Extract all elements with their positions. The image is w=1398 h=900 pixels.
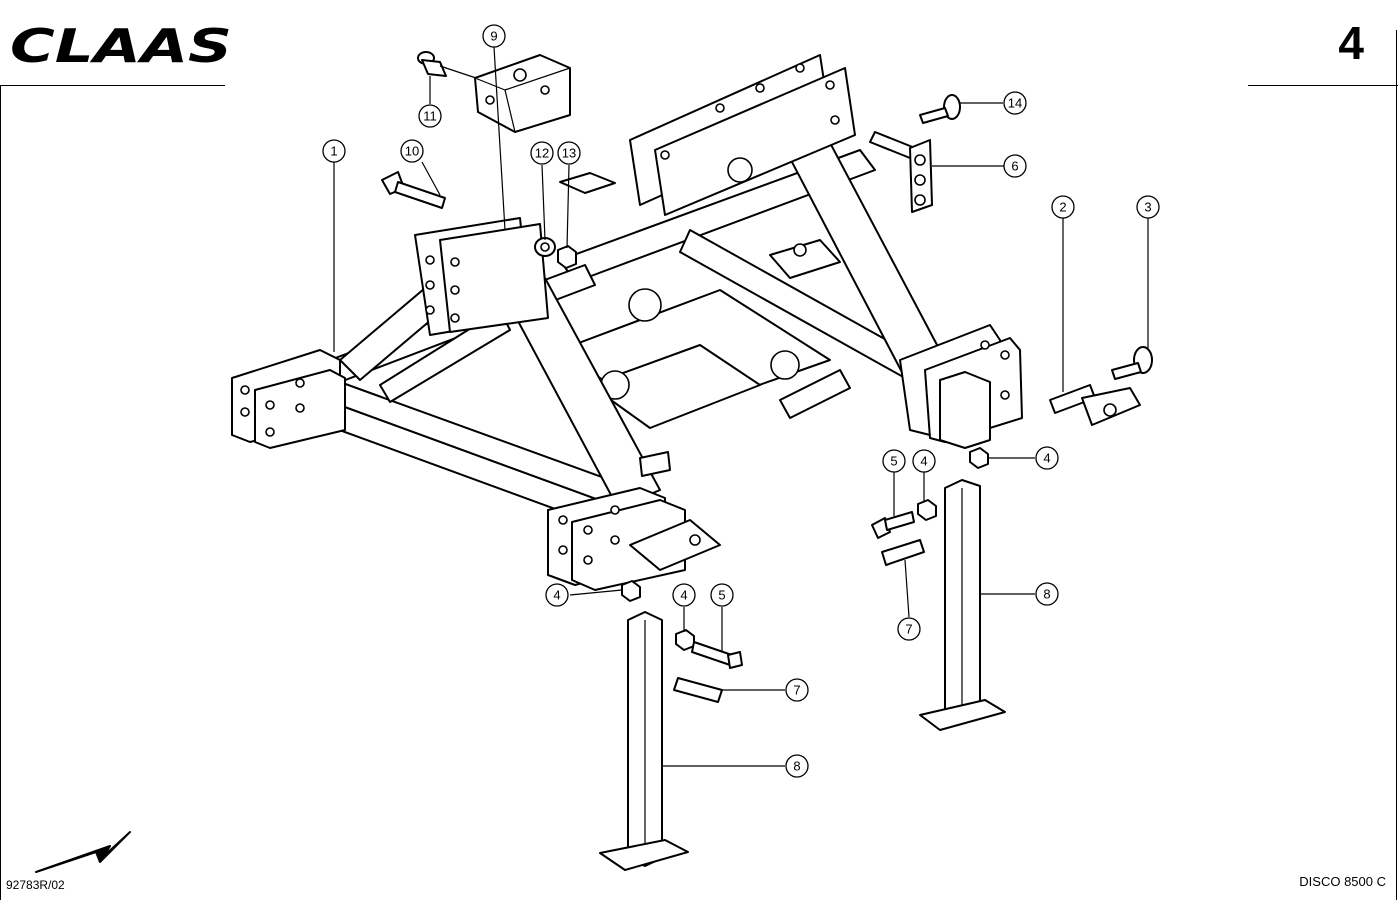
nut-part-4-left-b: [675, 629, 695, 651]
svg-text:7: 7: [905, 622, 912, 637]
clip-part-7-left: [673, 677, 723, 703]
nut-part-4-left-a: [621, 580, 641, 602]
callout-1: 1: [322, 139, 346, 163]
svg-text:4: 4: [920, 454, 927, 469]
callout-7: 7: [785, 678, 809, 702]
nut-part-4-right-b: [969, 447, 989, 469]
lock-pin-part-14: [919, 94, 961, 124]
page-number: 4: [1338, 17, 1364, 69]
nut-part-4-right-a: [917, 499, 937, 521]
callout-11: 11: [418, 104, 442, 128]
callout-12: 12: [530, 141, 554, 165]
stand-part-8-left: [599, 611, 689, 871]
pin-part-6: [869, 131, 933, 213]
callout-4: 4: [545, 583, 569, 607]
svg-text:4: 4: [680, 588, 687, 603]
claas-logo: CLAAS: [10, 19, 232, 73]
svg-text:13: 13: [562, 146, 576, 161]
main-frame: [231, 54, 1023, 591]
header-rule-left: [0, 85, 225, 86]
model-name: DISCO 8500 C: [1299, 874, 1386, 889]
svg-text:14: 14: [1008, 96, 1022, 111]
svg-text:6: 6: [1011, 159, 1018, 174]
svg-text:5: 5: [890, 454, 897, 469]
frame-border-left: [0, 85, 1, 900]
callout-4: 4: [672, 583, 696, 607]
svg-text:4: 4: [553, 588, 560, 603]
svg-text:10: 10: [405, 144, 419, 159]
callout-5: 5: [882, 449, 906, 473]
svg-text:3: 3: [1144, 200, 1151, 215]
callout-5: 5: [710, 583, 734, 607]
header-rule-right: [1248, 85, 1398, 86]
pin-part-2: [1049, 384, 1141, 426]
svg-text:8: 8: [793, 759, 800, 774]
bolt-part-5-left: [691, 641, 743, 669]
callout-2: 2: [1051, 195, 1075, 219]
callout-8: 8: [785, 754, 809, 778]
bolt-part-5-right: [871, 511, 915, 539]
callout-14: 14: [1003, 91, 1027, 115]
clip-part-7-right: [881, 539, 925, 566]
callout-9: 9: [482, 24, 506, 48]
leader-lines: [333, 46, 1149, 767]
svg-text:9: 9: [490, 29, 497, 44]
frame-border-right: [1396, 30, 1397, 900]
drawing-id: 92783R/02: [6, 878, 65, 892]
nut-part-13: [557, 245, 577, 269]
svg-text:12: 12: [535, 146, 549, 161]
svg-text:5: 5: [718, 588, 725, 603]
pin-part-11: [417, 51, 447, 77]
svg-text:11: 11: [423, 109, 437, 124]
bolt-part-10: [381, 171, 446, 209]
callout-10: 10: [400, 139, 424, 163]
callout-4: 4: [912, 449, 936, 473]
svg-text:8: 8: [1043, 587, 1050, 602]
svg-text:4: 4: [1043, 451, 1050, 466]
bracket-part-9: [474, 54, 571, 133]
callout-13: 13: [557, 141, 581, 165]
stand-part-8-right: [919, 479, 1006, 731]
lock-pin-part-3: [1111, 346, 1153, 380]
washer-part-12: [534, 237, 556, 257]
svg-text:2: 2: [1059, 200, 1066, 215]
callout-4: 4: [1035, 446, 1059, 470]
plate-part-13: [559, 172, 616, 194]
callout-7: 7: [897, 617, 921, 641]
svg-text:7: 7: [793, 683, 800, 698]
callout-3: 3: [1136, 195, 1160, 219]
svg-text:CLAAS: CLAAS: [10, 19, 232, 73]
direction-arrow-icon: [35, 831, 131, 873]
callout-6: 6: [1003, 154, 1027, 178]
svg-text:1: 1: [330, 144, 337, 159]
callout-8: 8: [1035, 582, 1059, 606]
